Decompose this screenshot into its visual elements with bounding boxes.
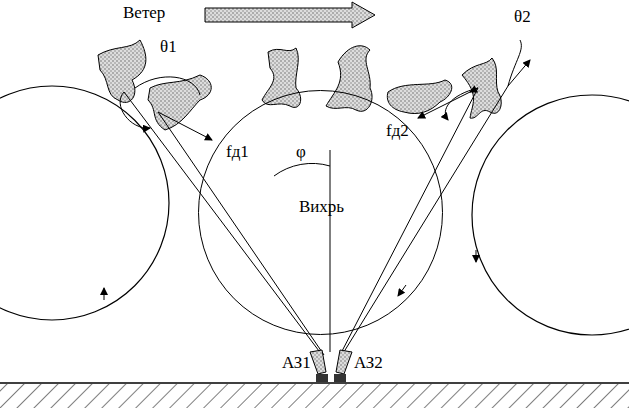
doppler-vector [418, 88, 478, 118]
angle-arc [274, 163, 330, 176]
acoustic-beam [342, 86, 508, 355]
rotation-arrow [104, 288, 105, 300]
vortex-circle [0, 86, 169, 320]
acoustic-beam [158, 112, 324, 355]
angle-arc [120, 92, 150, 128]
transducer-label: АЗ2 [354, 354, 383, 371]
angle-arc [135, 77, 200, 95]
ground-hatch [0, 384, 629, 408]
ground-line [0, 382, 629, 384]
angle-label: φ [296, 143, 306, 160]
angle-arc [508, 40, 521, 86]
beam-extension [508, 60, 530, 86]
turbulence-cloud [98, 40, 146, 102]
acoustic-beam [340, 88, 478, 355]
vertical-axis [330, 150, 331, 352]
doppler-vector [158, 112, 212, 140]
vortex-label: Вихрь [299, 198, 344, 215]
transducer-label: АЗ1 [282, 354, 311, 371]
doppler-label: fд2 [386, 122, 409, 139]
turbulence-cloud [326, 46, 372, 112]
angle-label: θ2 [514, 8, 531, 25]
transducer-base [316, 374, 328, 382]
doppler-vector [470, 88, 478, 92]
wind-label: Ветер [123, 4, 165, 21]
transducer-base [334, 374, 346, 382]
rotation-arrow [398, 285, 406, 296]
turbulence-cloud [148, 75, 211, 130]
angle-arc [445, 88, 478, 120]
transducer [336, 350, 352, 374]
vortex-circle [472, 95, 629, 335]
transducer [310, 350, 326, 374]
turbulence-cloud [462, 58, 501, 118]
angle-label: θ1 [160, 38, 177, 55]
turbulence-cloud [262, 48, 301, 107]
doppler-label: fд1 [226, 143, 249, 160]
turbulence-cloud [387, 80, 451, 114]
wind-arrow [205, 2, 375, 28]
acoustic-beam [124, 92, 322, 355]
rotation-arrow [476, 250, 477, 262]
